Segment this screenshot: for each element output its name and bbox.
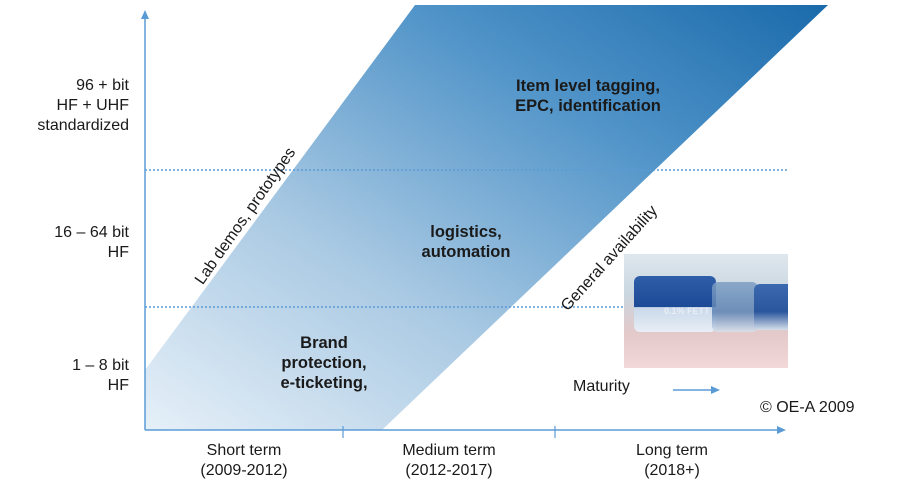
y-label-low: 1 – 8 bit HF <box>72 357 129 394</box>
product-photo: 0.1% FETT <box>624 254 788 368</box>
yogurt-cup-image: 0.1% FETT <box>634 276 716 332</box>
region-item-level-tagging: Item level tagging, EPC, identification <box>515 77 661 115</box>
x-axis-arrow <box>777 426 786 434</box>
x-label-medium-term: Medium term (2012-2017) <box>402 442 496 479</box>
maturity-band <box>145 5 828 430</box>
region-logistics: logistics, automation <box>421 223 511 261</box>
x-label-short-term: Short term (2009-2012) <box>200 442 288 479</box>
yogurt-cup-image <box>712 282 758 332</box>
y-label-mid: 16 – 64 bit HF <box>54 224 129 261</box>
y-label-high: 96 + bit HF + UHF standardized <box>37 77 129 134</box>
photo-label: 0.1% FETT <box>664 306 710 316</box>
maturity-label: Maturity <box>573 378 630 395</box>
y-axis-arrow <box>141 10 149 19</box>
x-label-long-term: Long term (2018+) <box>635 442 709 479</box>
region-brand-protection: Brand protection, e-ticketing, <box>280 334 368 392</box>
maturity-arrow-head <box>711 386 720 394</box>
copyright-text: © OE-A 2009 <box>760 399 855 416</box>
yogurt-cup-image <box>754 284 788 330</box>
